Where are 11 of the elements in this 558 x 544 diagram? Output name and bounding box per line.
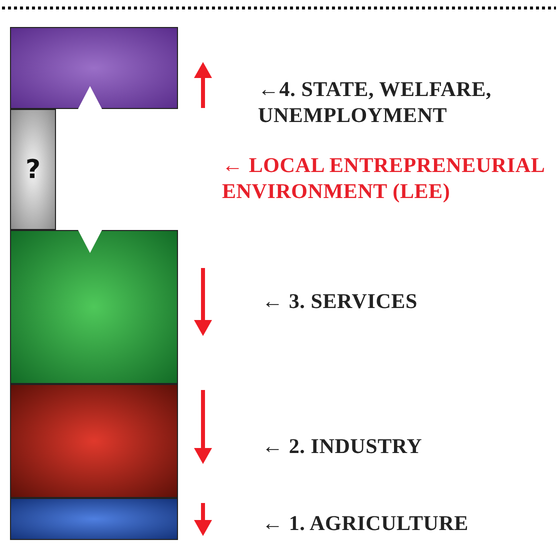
sector-block — [10, 498, 178, 540]
sector-label: ← LOCAL ENTREPRENEURIAL ENVIRONMENT (LEE) — [222, 152, 545, 204]
question-box — [10, 109, 56, 230]
sector-label: ←4. STATE, WELFARE, UNEMPLOYMENT — [258, 76, 492, 128]
sector-label: ← 1. AGRICULTURE — [262, 510, 470, 536]
sector-label: ← 2. INDUSTRY — [262, 433, 424, 459]
question-mark: ? — [24, 154, 42, 184]
sector-label: ← 3. SERVICES — [262, 288, 418, 314]
sector-block — [10, 230, 178, 384]
sector-block — [10, 384, 178, 498]
sector-block — [10, 27, 178, 109]
